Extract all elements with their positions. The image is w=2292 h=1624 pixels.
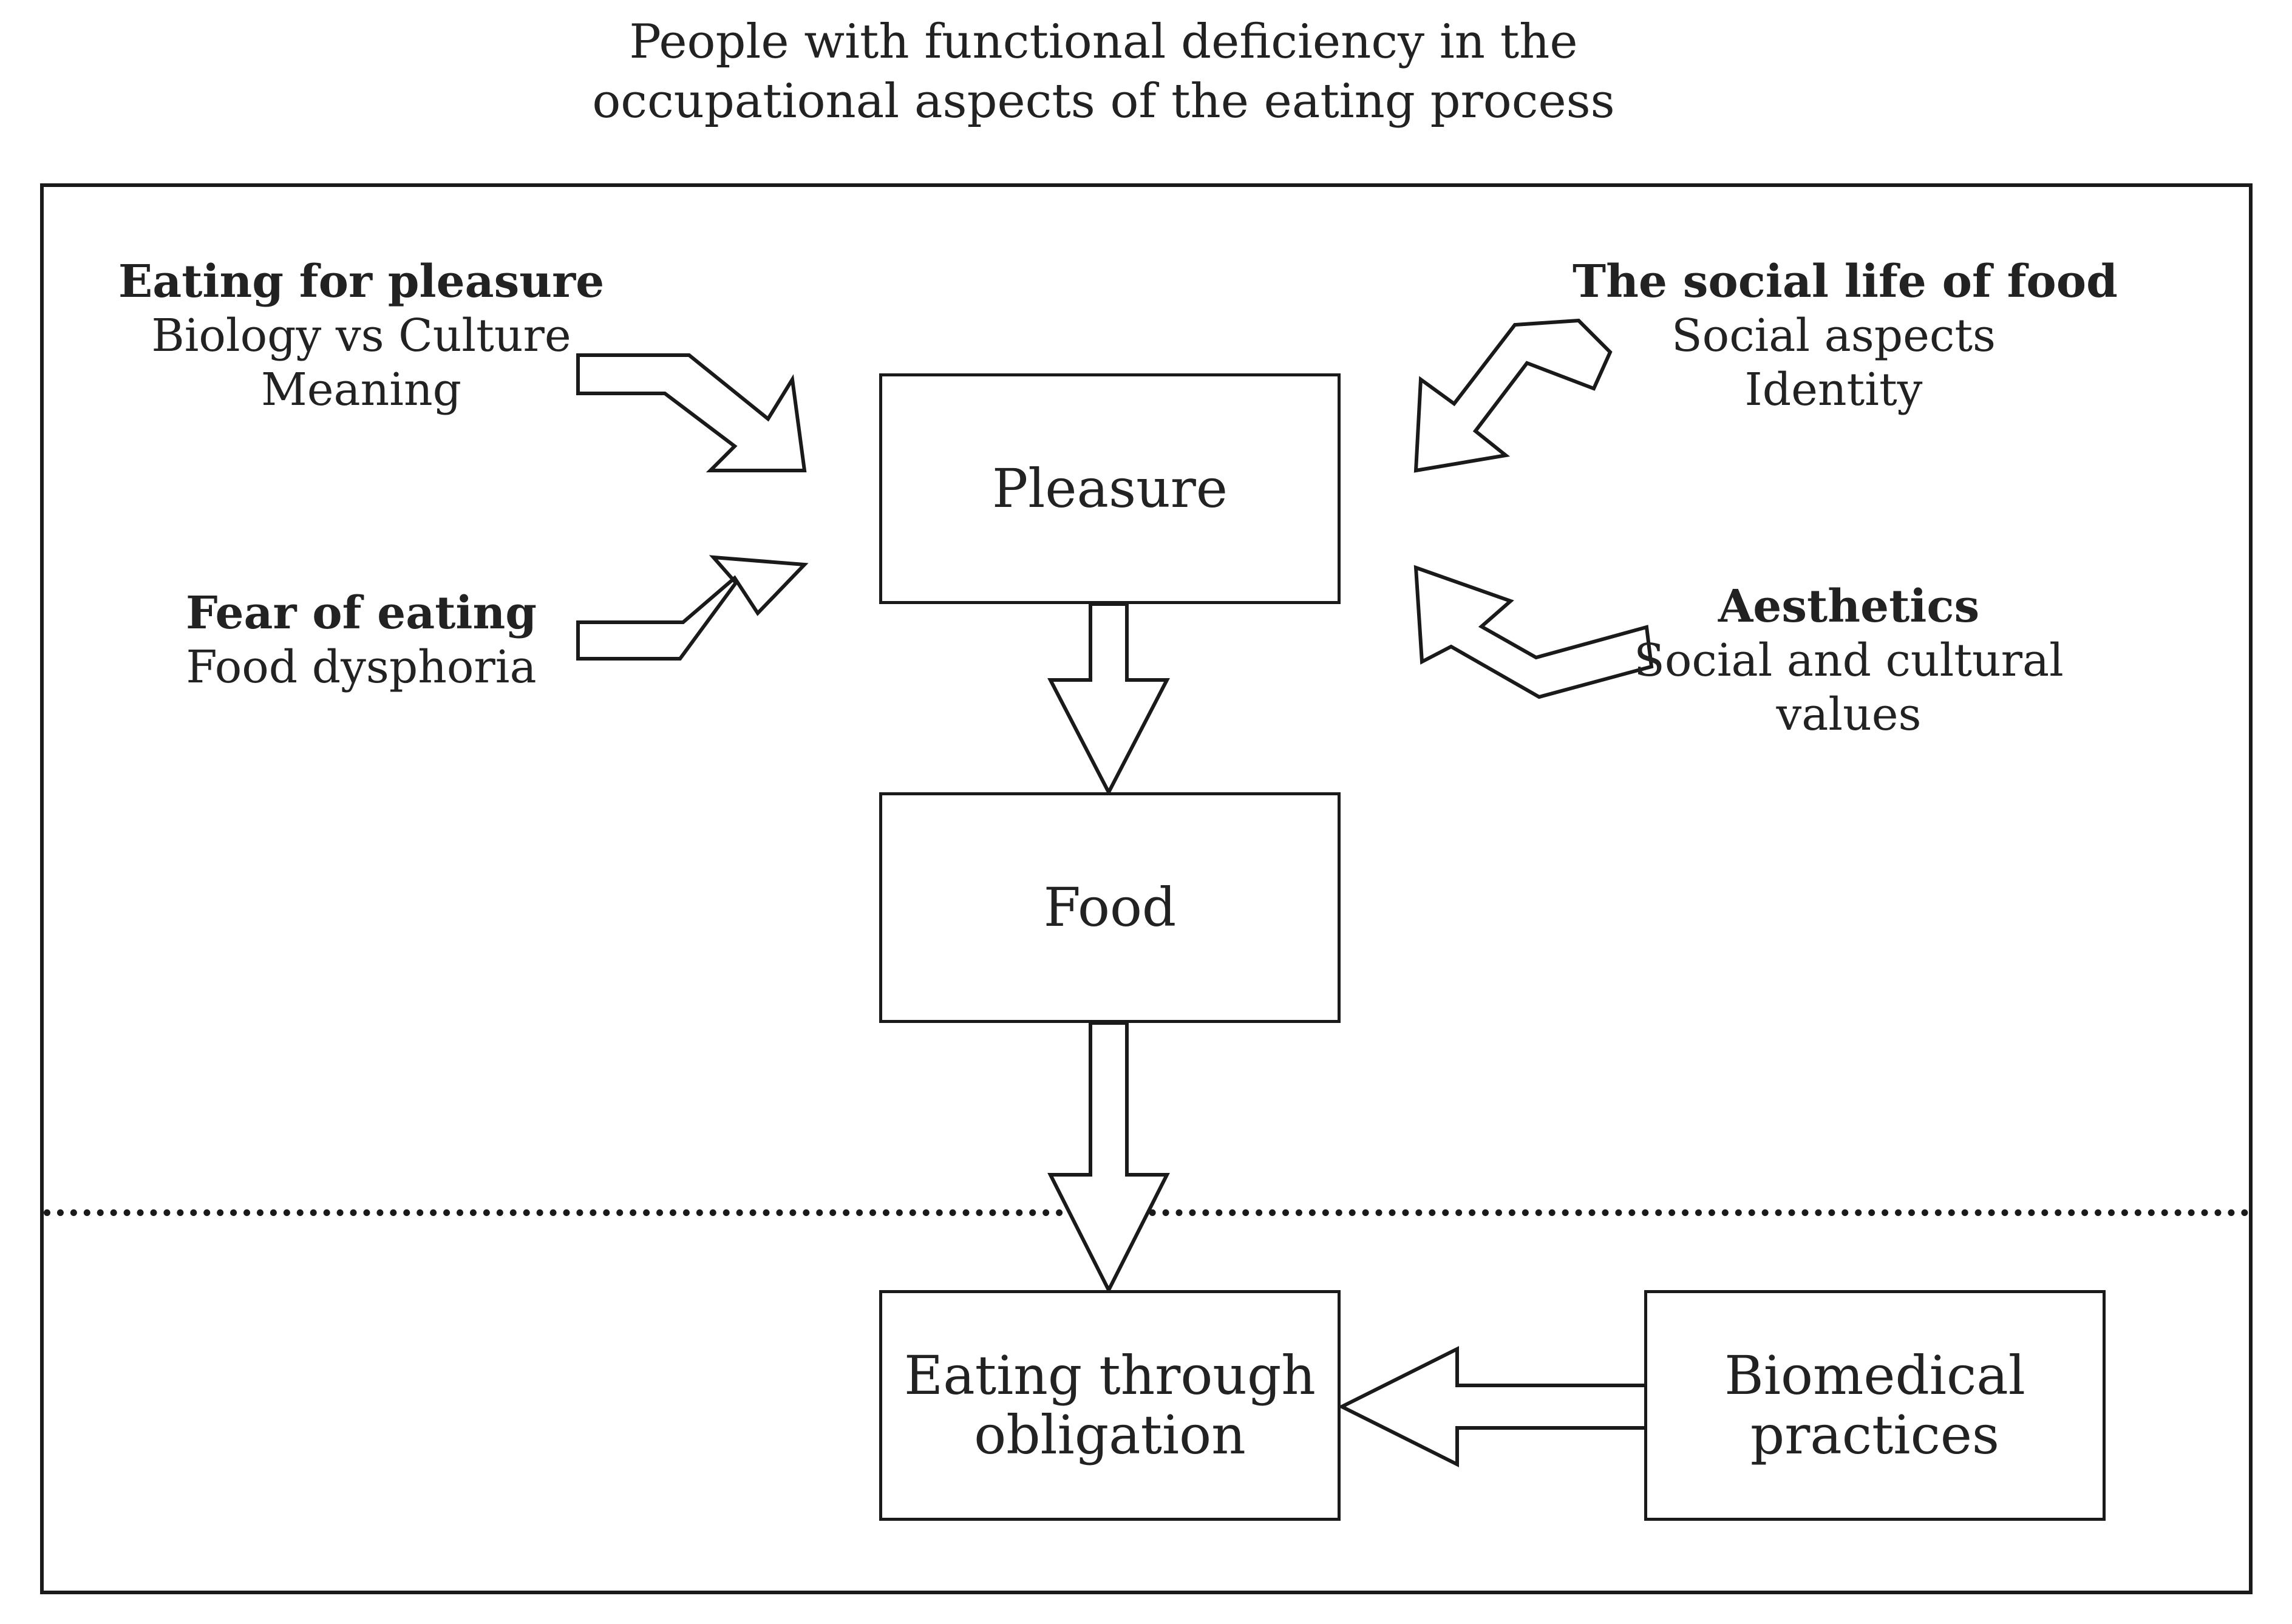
aesthetics-line-1: Social and cultural	[1634, 634, 2064, 687]
fear-of-eating-line-1: Food dysphoria	[186, 641, 537, 693]
eating-obligation-line-1: Eating through	[904, 1344, 1316, 1407]
aesthetics-label: Aesthetics Social and cultural values	[1627, 580, 2070, 742]
fear-of-eating-heading: Fear of eating	[185, 587, 537, 639]
eating-for-pleasure-line-1: Biology vs Culture	[151, 310, 571, 362]
pleasure-box-label: Pleasure	[992, 457, 1228, 520]
biomedical-line-1: Biomedical	[1724, 1344, 2025, 1407]
title-line-2: occupational aspects of the eating proce…	[592, 74, 1615, 129]
fear-of-eating-label: Fear of eating Food dysphoria	[97, 586, 625, 695]
eating-for-pleasure-heading: Eating for pleasure	[118, 256, 605, 308]
diagram-title: People with functional deficiency in the…	[0, 12, 2207, 131]
eating-for-pleasure-line-2: Meaning	[260, 364, 462, 416]
arrow-pleasure-to-food	[1047, 602, 1170, 797]
arrow-fear-of-eating	[576, 555, 809, 661]
title-line-1: People with functional deficiency in the	[629, 15, 1578, 69]
pleasure-box: Pleasure	[879, 373, 1341, 604]
food-box: Food	[879, 792, 1341, 1023]
arrow-food-to-eating-obligation	[1047, 1021, 1170, 1294]
food-box-label: Food	[1043, 876, 1177, 939]
eating-for-pleasure-label: Eating for pleasure Biology vs Culture M…	[97, 255, 625, 417]
aesthetics-line-2: values	[1776, 688, 1922, 741]
arrow-biomedical-to-eating-obligation	[1338, 1346, 1648, 1467]
biomedical-line-2: practices	[1750, 1404, 2000, 1466]
social-life-line-2: Identity	[1744, 364, 1923, 416]
biomedical-practices-box: Biomedical practices	[1644, 1290, 2106, 1521]
eating-through-obligation-box: Eating through obligation	[879, 1290, 1341, 1521]
social-life-line-1: Social aspects	[1671, 310, 1996, 362]
arrow-social-life	[1413, 318, 1613, 473]
arrow-aesthetics	[1413, 565, 1654, 699]
aesthetics-heading: Aesthetics	[1718, 580, 1980, 633]
eating-obligation-line-2: obligation	[974, 1404, 1246, 1466]
arrow-eating-for-pleasure	[576, 353, 807, 472]
social-life-heading: The social life of food	[1573, 256, 2118, 308]
diagram-frame	[40, 183, 2253, 1594]
social-life-of-food-label: The social life of food Social aspects I…	[1573, 255, 2118, 417]
